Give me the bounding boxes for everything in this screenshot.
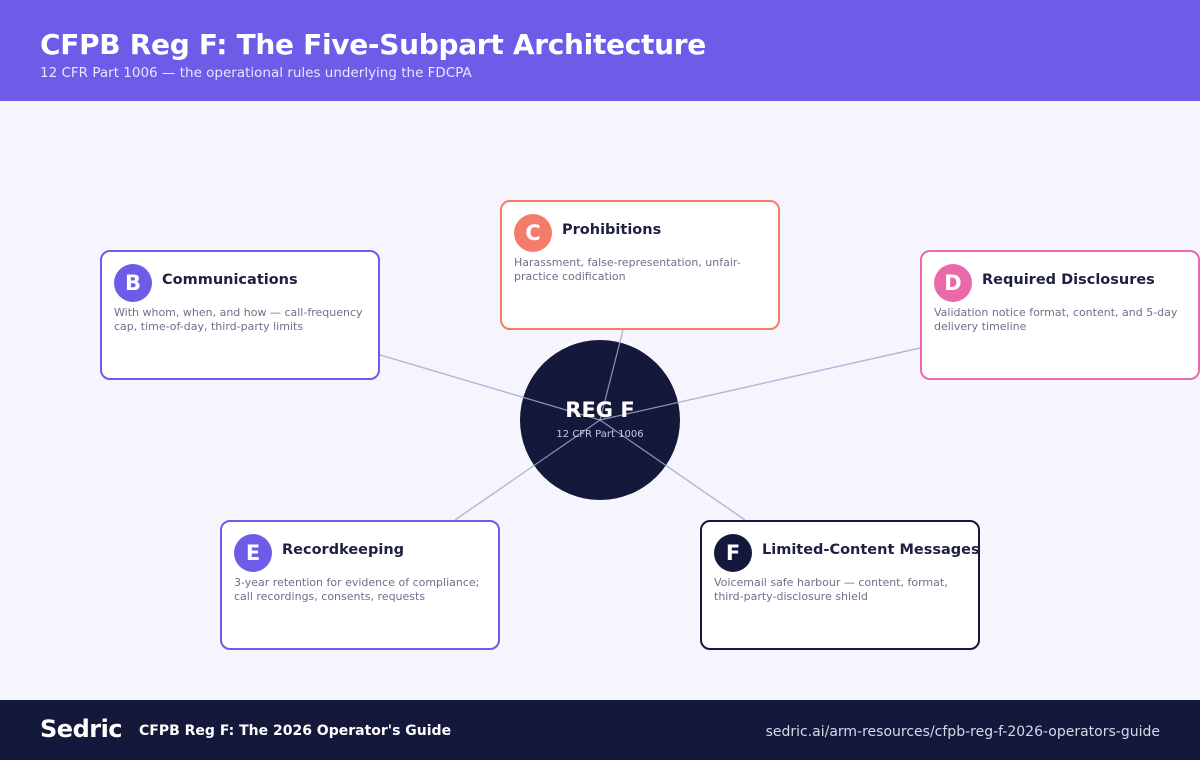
subpart-description-b: With whom, when, and how — call-frequenc…: [114, 306, 363, 333]
subpart-badge-e: E: [234, 534, 272, 572]
footer-bar: Sedric CFPB Reg F: The 2026 Operator's G…: [0, 700, 1200, 760]
subpart-description-c: Harassment, false-representation, unfair…: [514, 256, 741, 283]
guide-url-link[interactable]: sedric.ai/arm-resources/cfpb-reg-f-2026-…: [765, 724, 1160, 740]
subpart-badge-b: B: [114, 264, 152, 302]
hub-title: REG F: [565, 398, 635, 422]
subpart-card-b: B Communications With whom, when, and ho…: [100, 250, 380, 380]
subpart-title-d: Required Disclosures: [982, 272, 1155, 288]
subpart-title-c: Prohibitions: [562, 222, 662, 238]
subpart-badge-c: C: [514, 214, 552, 252]
hub-subtitle: 12 CFR Part 1006: [556, 429, 644, 440]
subpart-title-f: Limited-Content Messages: [762, 542, 980, 558]
subpart-title-e: Recordkeeping: [282, 542, 405, 558]
subpart-badge-d: D: [934, 264, 972, 302]
subpart-card-c: C Prohibitions Harassment, false-represe…: [500, 200, 780, 330]
subpart-description-d: Validation notice format, content, and 5…: [934, 306, 1178, 333]
subpart-description-e: 3-year retention for evidence of complia…: [234, 576, 480, 603]
header-banner: CFPB Reg F: The Five-Subpart Architectur…: [0, 0, 1200, 101]
subpart-card-f: F Limited-Content Messages Voicemail saf…: [700, 520, 980, 650]
subpart-description-f: Voicemail safe harbour — content, format…: [714, 576, 948, 603]
sedric-logo: Sedric: [40, 715, 123, 743]
page-title: CFPB Reg F: The Five-Subpart Architectur…: [40, 28, 706, 61]
diagram-canvas: REG F 12 CFR Part 1006 B Communications …: [0, 101, 1200, 700]
subpart-card-d: D Required Disclosures Validation notice…: [920, 250, 1200, 380]
subpart-badge-f: F: [714, 534, 752, 572]
guide-title: CFPB Reg F: The 2026 Operator's Guide: [139, 723, 452, 739]
subpart-title-b: Communications: [162, 272, 298, 288]
subpart-card-e: E Recordkeeping 3-year retention for evi…: [220, 520, 500, 650]
page-subtitle: 12 CFR Part 1006 — the operational rules…: [40, 65, 472, 81]
